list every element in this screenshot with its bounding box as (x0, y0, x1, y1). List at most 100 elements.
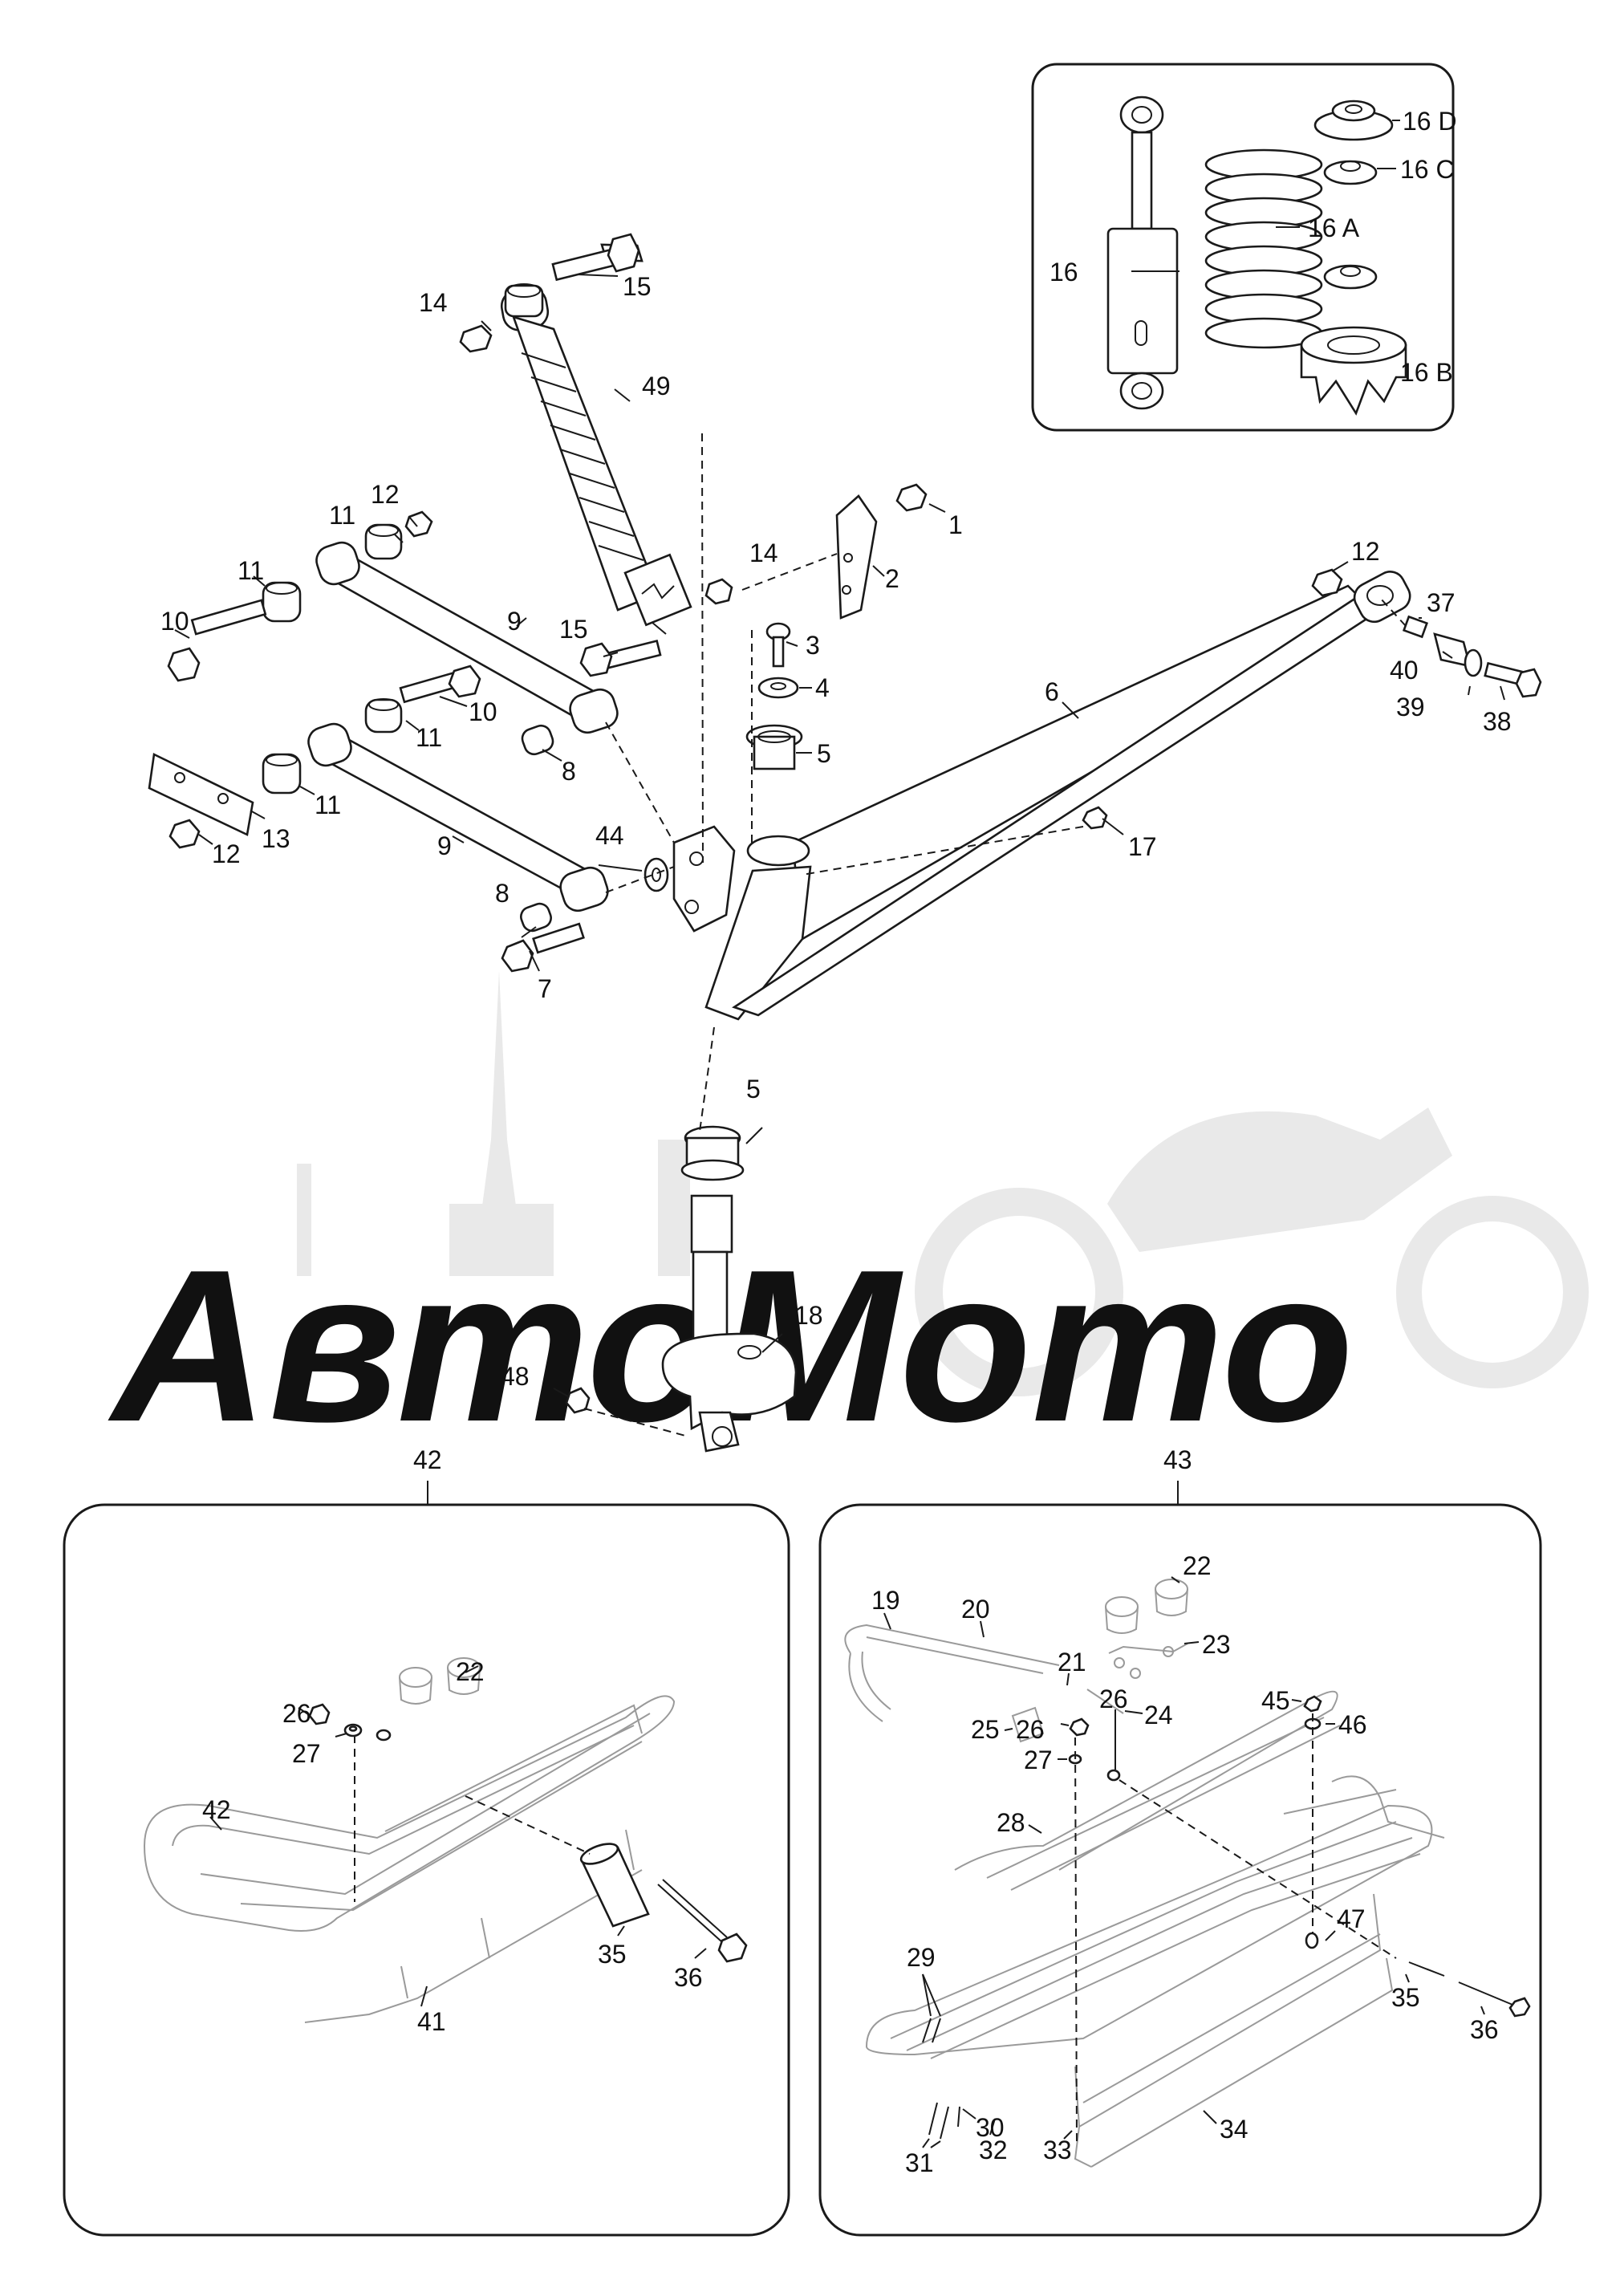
spacer-8-upper (521, 724, 554, 756)
panel-right-callout-32: 32 (979, 2136, 1008, 2164)
bushing-5-top (745, 724, 803, 770)
bolt-7 (501, 922, 585, 973)
bolt-15-top (551, 233, 644, 282)
leader-lines (174, 274, 1505, 1397)
callout-17: 17 (1128, 832, 1157, 861)
callout-1: 1 (948, 510, 963, 539)
watermark: АвтоМото (106, 971, 1589, 1467)
callout-10-left: 10 (160, 607, 189, 636)
spacer-8-lower (520, 902, 552, 933)
callout-48: 48 (501, 1362, 530, 1391)
a-arm-6 (672, 571, 1411, 1021)
panel-right-callout-26b: 26 (1099, 1685, 1128, 1713)
screw-3 (765, 622, 791, 668)
callout-15-lower: 15 (559, 615, 588, 644)
panel-right-callout-21: 21 (1058, 1648, 1086, 1677)
nut-12-right (1311, 568, 1343, 597)
panel-right-callout-29: 29 (907, 1943, 936, 1972)
callout-40: 40 (1390, 656, 1419, 685)
callout-8-lower: 8 (495, 879, 510, 908)
panel-right-callout-20: 20 (961, 1595, 990, 1624)
panel-right-callout-28: 28 (997, 1808, 1025, 1837)
panel-left-callout-35: 35 (598, 1940, 627, 1969)
panel-left-callout-41: 41 (417, 2007, 446, 2036)
inset-base-collar (1300, 326, 1407, 416)
bolt-10-left (167, 599, 267, 682)
callout-9-upper: 9 (507, 607, 522, 636)
nut-14 (704, 578, 733, 605)
callout-11-a: 11 (329, 501, 355, 530)
callout-7: 7 (538, 974, 552, 1003)
panel-right-callout-19: 19 (871, 1586, 900, 1615)
inset-seat-upper (1313, 100, 1394, 141)
callout-11-d: 11 (315, 791, 341, 819)
panel-left-callout-27: 27 (292, 1739, 321, 1768)
panel-right-callout-24: 24 (1144, 1701, 1173, 1729)
callout-11-b: 11 (238, 556, 264, 585)
arm-end-hardware (1402, 615, 1542, 698)
plate-13 (148, 753, 254, 836)
callout-44: 44 (595, 821, 624, 850)
panel-right-callout-25: 25 (971, 1715, 1000, 1744)
link-9-upper (315, 541, 619, 734)
callout-15-top: 15 (623, 272, 652, 301)
panel-left-callout-22: 22 (456, 1657, 485, 1686)
callout-11-c: 11 (416, 723, 442, 752)
spindle-18 (661, 1125, 798, 1453)
panel-right-header: 43 (1163, 1445, 1192, 1474)
callout-18: 18 (794, 1301, 823, 1330)
panel-left-callout-26: 26 (282, 1699, 311, 1728)
callout-4: 4 (815, 673, 830, 702)
bushing-14-top (459, 283, 544, 353)
callout-10-right: 10 (469, 697, 497, 726)
panel-right-callout-34: 34 (1220, 2115, 1248, 2144)
callout-14-mid: 14 (749, 539, 778, 567)
callout-13: 13 (262, 824, 290, 853)
callout-39: 39 (1396, 693, 1425, 721)
callout-3: 3 (806, 631, 820, 660)
label-16b: 16 B (1400, 358, 1453, 387)
panel-right-callout-36: 36 (1470, 2015, 1499, 2044)
inset-shock-detail: 16 16 A 16 B 16 C 16 D (1031, 63, 1457, 432)
callout-5-lower: 5 (746, 1075, 761, 1103)
callout-9-lower: 9 (437, 831, 452, 860)
callout-38: 38 (1483, 707, 1512, 736)
panel-ski-42: 42 22 (63, 1445, 790, 2237)
callout-14-top: 14 (419, 288, 448, 317)
link-9-lower (307, 722, 609, 912)
bushings-11 (262, 523, 403, 795)
panel-right-callout-30: 30 (976, 2113, 1005, 2142)
panel-ski-43: 43 (818, 1445, 1542, 2237)
callout-12-a: 12 (371, 480, 400, 509)
panel-left-callout-36: 36 (674, 1963, 703, 1992)
inset-seat-lower (1323, 160, 1378, 185)
bolt-10-right (399, 665, 481, 704)
panel-right-callout-26a: 26 (1016, 1715, 1045, 1744)
nut-1 (895, 483, 928, 512)
callout-12-c: 12 (1351, 537, 1380, 566)
shock-absorber-49 (500, 287, 692, 627)
callout-37: 37 (1427, 588, 1456, 617)
bracket-2 (835, 494, 878, 620)
label-16d: 16 D (1403, 107, 1457, 136)
panel-right-callout-22: 22 (1183, 1551, 1212, 1580)
callout-6: 6 (1045, 677, 1059, 706)
callout-2: 2 (885, 564, 899, 593)
assembly-lines (583, 433, 1407, 1437)
panel-right-callout-23: 23 (1202, 1630, 1231, 1659)
label-16: 16 (1050, 258, 1078, 287)
callout-8-upper: 8 (562, 757, 576, 786)
label-16c: 16 C (1400, 155, 1455, 184)
panel-right-callout-31: 31 (905, 2148, 934, 2177)
bolt-15-lower (579, 640, 662, 677)
inset-seat-middle (1323, 264, 1378, 290)
callout-12-b: 12 (212, 839, 241, 868)
inset-shock-absorber (1106, 96, 1179, 410)
panel-right-callout-46: 46 (1338, 1710, 1367, 1739)
inset-spring (1204, 148, 1323, 349)
panel-right-callout-47: 47 (1337, 1904, 1366, 1933)
panel-right-callout-45: 45 (1261, 1686, 1290, 1715)
nut-12-lower-left (168, 819, 201, 849)
